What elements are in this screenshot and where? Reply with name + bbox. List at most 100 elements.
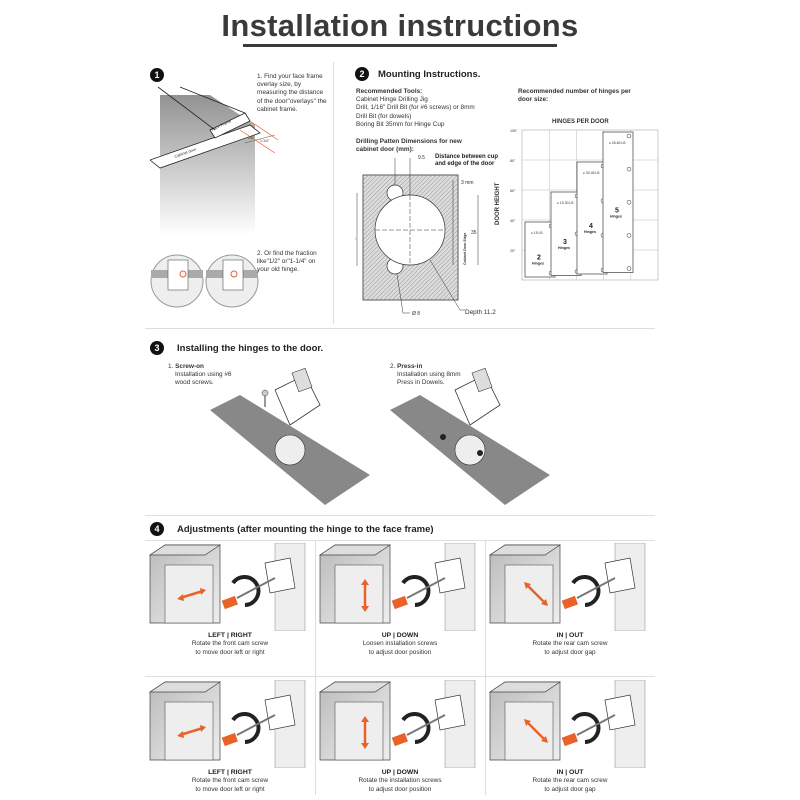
y-tick-label: 80": [510, 159, 516, 163]
adjustment-caption: UP | DOWN Rotate the installation screws…: [315, 769, 485, 794]
tools-heading: Recommended Tools:: [356, 88, 423, 95]
distance-note: Distance between cup and edge of the doo…: [435, 154, 499, 167]
adjustment-line: to adjust door gap: [544, 648, 596, 656]
bar-unit-label: Hinges: [558, 246, 570, 250]
bar-unit-label: Hinges: [532, 262, 544, 266]
adjustment-line: to move door left or right: [195, 785, 265, 793]
hinge-hole: [626, 200, 632, 205]
adjustment-title: IN | OUT: [556, 769, 584, 776]
method-number: 2.: [390, 363, 396, 370]
bar-unit-label: Hinges: [584, 230, 596, 234]
adjustment-title: IN | OUT: [556, 632, 584, 639]
tool-item: Drill, 1/16" Drill Bit (for #6 screws) o…: [356, 104, 475, 112]
adjustment-line: Rotate the front cam screw: [191, 640, 269, 648]
section2-title: Mounting Instructions.: [378, 69, 481, 80]
hinge-bar: [602, 131, 634, 273]
adjustment-line: Rotate the rear cam screw: [532, 777, 608, 785]
section3-title: Installing the hinges to the door.: [177, 343, 324, 354]
divider: [485, 540, 486, 795]
depth-label: Depth 11.2: [465, 309, 496, 316]
divider: [145, 328, 655, 329]
divider: [333, 62, 334, 324]
title-underline: [243, 44, 557, 47]
step-number-3: 3: [150, 341, 164, 355]
tool-item: Drill Bit (for dowels): [356, 112, 412, 120]
divider: [145, 676, 655, 677]
face-frame-illustration: Face Frame Cabinet door 1/2" 1-1/4": [150, 86, 279, 235]
dim-small: 1/2": [248, 136, 255, 140]
dim-45: 45: [355, 236, 356, 242]
adjustment-line: Rotate the front cam screw: [191, 777, 269, 785]
dim-35: 35: [471, 230, 477, 236]
dim-diameter: Ø 8: [412, 311, 420, 317]
step-number-4: 4: [150, 522, 164, 536]
adjustment-title: LEFT | RIGHT: [208, 769, 252, 776]
adjustment-line: Rotate the rear cam screw: [532, 640, 608, 648]
hinges-heading: Recommended number of hinges per door si…: [518, 88, 631, 104]
adjustment-illustration: [148, 680, 306, 768]
adjustment-line: to adjust door gap: [544, 785, 596, 793]
adjustment-caption: IN | OUT Rotate the rear cam screw to ad…: [485, 769, 655, 794]
adjustment-illustration: [318, 680, 476, 768]
bar-count-label: 3: [563, 239, 567, 246]
method-title: Screw-on: [175, 363, 204, 370]
method-press-in: 2. Press-in Installation using 8mm Press…: [390, 363, 470, 388]
bar-count-label: 2: [537, 255, 541, 262]
adjustment-illustration: [318, 543, 476, 631]
bar-weight-label: ≥ 30-45 LB: [583, 171, 600, 175]
bar-count-label: 4: [589, 223, 593, 230]
adjustment-line: to adjust door position: [368, 648, 432, 656]
tool-item: Boring Bit 35mm for Hinge Cup: [356, 120, 445, 128]
page-title: Installation instructions: [221, 8, 579, 43]
y-tick-label: 100": [510, 129, 518, 133]
step-number-1: 1: [150, 68, 164, 82]
section4-title: Adjustments (after mounting the hinge to…: [177, 524, 434, 535]
hinge-hole: [626, 233, 632, 238]
step-number-2: 2: [355, 67, 369, 81]
bar-weight-label: ≥ 15 LB: [531, 231, 543, 235]
bar-weight-label: ≥ 15-30 LB: [557, 201, 574, 205]
screw-on-illustration: [210, 367, 370, 505]
hinges-chart-title: HINGES PER DOOR: [552, 119, 609, 125]
divider: [315, 540, 316, 795]
door-height-label: DOOR HEIGHT: [495, 182, 501, 225]
y-tick-label: 40": [510, 219, 516, 223]
method-screw-on: 1. Screw-on Installation using #6 wood s…: [168, 363, 238, 388]
hinge-bar: [576, 161, 608, 275]
dim-9-5: 9.5: [418, 155, 425, 161]
adjustment-line: to move door left or right: [195, 648, 265, 656]
adjustment-title: LEFT | RIGHT: [208, 632, 252, 639]
dim-large: 1-1/4": [260, 139, 270, 143]
adjustment-caption: LEFT | RIGHT Rotate the front cam screw …: [145, 769, 315, 794]
step1-text: 1. Find your face frame overlay size, by…: [257, 73, 327, 113]
adjustment-illustration: [148, 543, 306, 631]
old-hinge-illustration: [150, 254, 259, 308]
step2-text: 2. Or find the fraction like"1/2" or"1-1…: [257, 250, 317, 274]
method-number: 1.: [168, 363, 174, 370]
y-tick-label: 20": [510, 249, 516, 253]
divider: [145, 540, 655, 541]
adjustment-title: UP | DOWN: [381, 632, 419, 639]
adjustment-caption: UP | DOWN Loosen installation screws to …: [315, 632, 485, 657]
adjustment-caption: IN | OUT Rotate the rear cam screw to ad…: [485, 632, 655, 657]
bar-weight-label: ≥ 45-60 LB: [609, 141, 626, 145]
hinge-hole: [626, 266, 632, 271]
adjustment-line: to adjust door position: [368, 785, 432, 793]
hinge-hole: [626, 166, 632, 172]
method-desc: Installation using 8mm Press in Dowels.: [397, 371, 461, 387]
press-in-illustration: [390, 367, 550, 505]
adjustment-illustration: [488, 543, 646, 631]
adjustment-line: Loosen installation screws: [362, 640, 438, 648]
drilling-pattern-diagram: 9.5 3 mm 45 35 Cabinet Door Edge Ø 8: [355, 155, 479, 317]
hinge-hole: [626, 133, 632, 139]
method-title: Press-in: [397, 363, 423, 370]
divider: [145, 515, 655, 516]
tools-list: Recommended Tools: Cabinet Hinge Drillin…: [356, 88, 506, 129]
y-tick-label: 60": [510, 189, 516, 193]
pattern-heading: Drilling Patten Dimensions for new cabin…: [356, 138, 462, 154]
hinge-bar: [550, 191, 582, 276]
tool-item: Cabinet Hinge Drilling Jig: [356, 96, 428, 104]
bar-count-label: 5: [615, 207, 619, 214]
edge-label: Cabinet Door Edge: [463, 233, 467, 265]
